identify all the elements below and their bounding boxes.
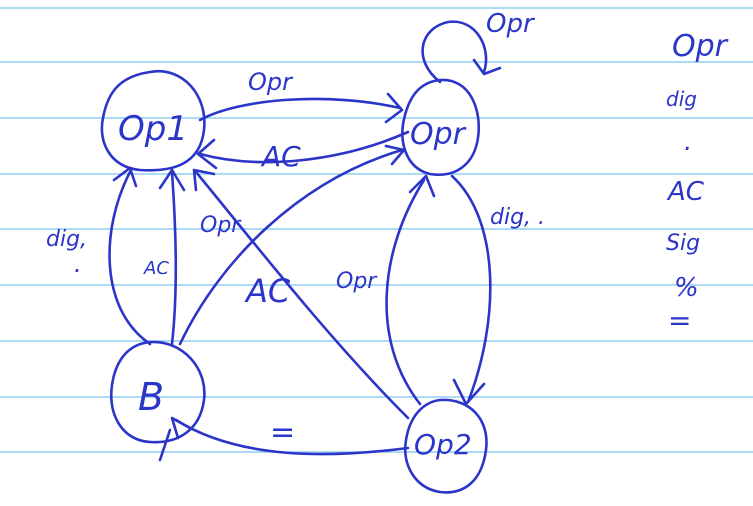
- edge-label-op2-to-op1: AC: [244, 272, 291, 310]
- edge-label-op2-to-opr: Opr: [336, 269, 378, 294]
- edge-op1-to-opr-arrowhead: [384, 92, 404, 124]
- edge-label-opr-self-loop: Opr: [486, 9, 536, 39]
- node-op2-label: Op2: [414, 428, 472, 461]
- initial-tick: [158, 428, 172, 462]
- legend-item-2: dig: [666, 87, 697, 111]
- edge-opr-to-op1: [198, 130, 410, 164]
- edge-b-to-op1-center-arrowhead: [158, 168, 186, 192]
- edge-op1-to-opr: [198, 97, 402, 122]
- edge-opr-to-op2-arrowhead: [452, 378, 486, 406]
- node-b-label: B: [138, 375, 164, 419]
- edge-op2-to-opr-arrowhead: [408, 174, 436, 198]
- legend-item-1: Opr: [672, 29, 729, 64]
- edge-label-opr-to-op1: AC: [260, 140, 301, 173]
- edge-opr-to-op2: [450, 174, 492, 404]
- edge-label-b-to-op1-ac: AC: [143, 258, 169, 279]
- legend-item-3: .: [684, 127, 692, 157]
- edge-opr-self-loop: [421, 20, 488, 84]
- edge-op2-to-op1: [194, 170, 410, 420]
- node-op1-circle: [100, 69, 206, 172]
- legend-item-7: =: [668, 304, 691, 337]
- edge-b-to-op1-center: [170, 170, 178, 346]
- edge-label-b-to-op1-dot: .: [74, 250, 82, 278]
- legend-item-4: AC: [666, 177, 705, 207]
- edge-op2-to-b: [174, 418, 410, 456]
- node-b-circle: [110, 340, 206, 444]
- edge-label-op1-to-opr: Opr: [248, 68, 294, 96]
- edge-b-to-opr-arrowhead: [384, 144, 406, 166]
- edge-op2-to-op1-arrowhead: [192, 168, 216, 192]
- edge-opr-to-op1-arrowhead: [196, 138, 218, 170]
- edge-label-opr-to-op2: dig, .: [490, 205, 545, 230]
- edge-opr-self-loop-arrowhead: [472, 58, 502, 76]
- edge-label-b-to-opr: Opr: [200, 213, 242, 238]
- edge-op2-to-b-arrowhead: [170, 416, 192, 440]
- node-opr-circle: [401, 78, 481, 177]
- node-op2-circle: [403, 398, 488, 494]
- edge-b-to-op1-left-arrowhead: [112, 166, 138, 188]
- node-opr-label: Opr: [410, 117, 467, 152]
- edge-b-to-opr: [178, 148, 404, 346]
- legend-item-5: Sig: [666, 231, 700, 256]
- edge-label-op2-to-b: =: [270, 415, 295, 450]
- edge-label-b-to-op1-dig: dig,: [46, 227, 87, 252]
- legend-item-6: %: [674, 273, 699, 303]
- node-op1-label: Op1: [118, 109, 188, 149]
- edge-op2-to-opr: [385, 178, 426, 406]
- edge-b-to-op1-left: [108, 170, 152, 346]
